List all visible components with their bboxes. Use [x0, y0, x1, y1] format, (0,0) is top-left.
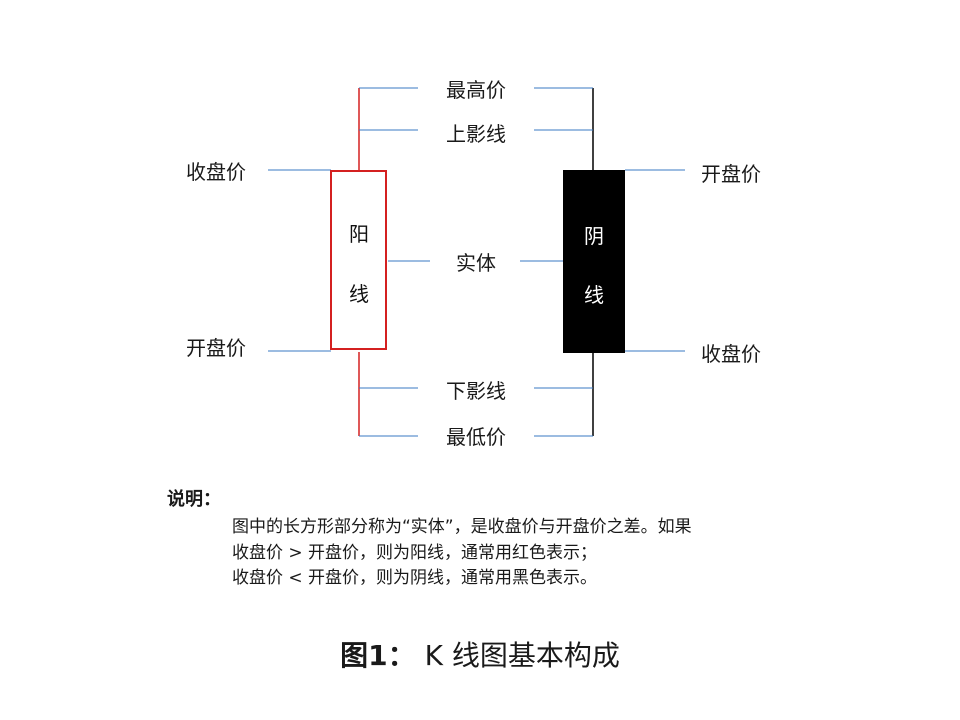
label-upper-shadow: 上影线: [446, 122, 506, 146]
label-highest-price: 最高价: [446, 78, 506, 102]
figure-caption: 图1： K 线图基本构成: [0, 638, 960, 674]
figure-caption-number: 图1：: [340, 639, 416, 672]
label-lowest-price: 最低价: [446, 425, 506, 449]
bull-candle-char-1: 阳: [349, 222, 369, 246]
label-body: 实体: [456, 251, 496, 275]
notes-line-2: 收盘价 > 开盘价，则为阳线，通常用红色表示；: [232, 543, 598, 563]
bear-candle-char-1: 阴: [584, 224, 604, 248]
figure-caption-text: K 线图基本构成: [424, 639, 620, 672]
label-lower-shadow: 下影线: [446, 379, 506, 403]
bull-candle-char-2: 线: [349, 282, 369, 306]
label-bull-open-price: 开盘价: [186, 336, 246, 360]
bullish-candle-body: [330, 170, 387, 350]
bear-candle-char-2: 线: [584, 283, 604, 307]
notes-title: 说明：: [167, 489, 221, 510]
notes-line-3: 收盘价 < 开盘价，则为阴线，通常用黑色表示。: [232, 568, 598, 588]
label-bull-close-price: 收盘价: [186, 160, 246, 184]
label-bear-close-price: 收盘价: [701, 342, 761, 366]
label-bear-open-price: 开盘价: [701, 162, 761, 186]
bearish-candle-body: [563, 170, 625, 353]
notes-line-1: 图中的长方形部分称为“实体”，是收盘价与开盘价之差。如果: [232, 517, 692, 537]
